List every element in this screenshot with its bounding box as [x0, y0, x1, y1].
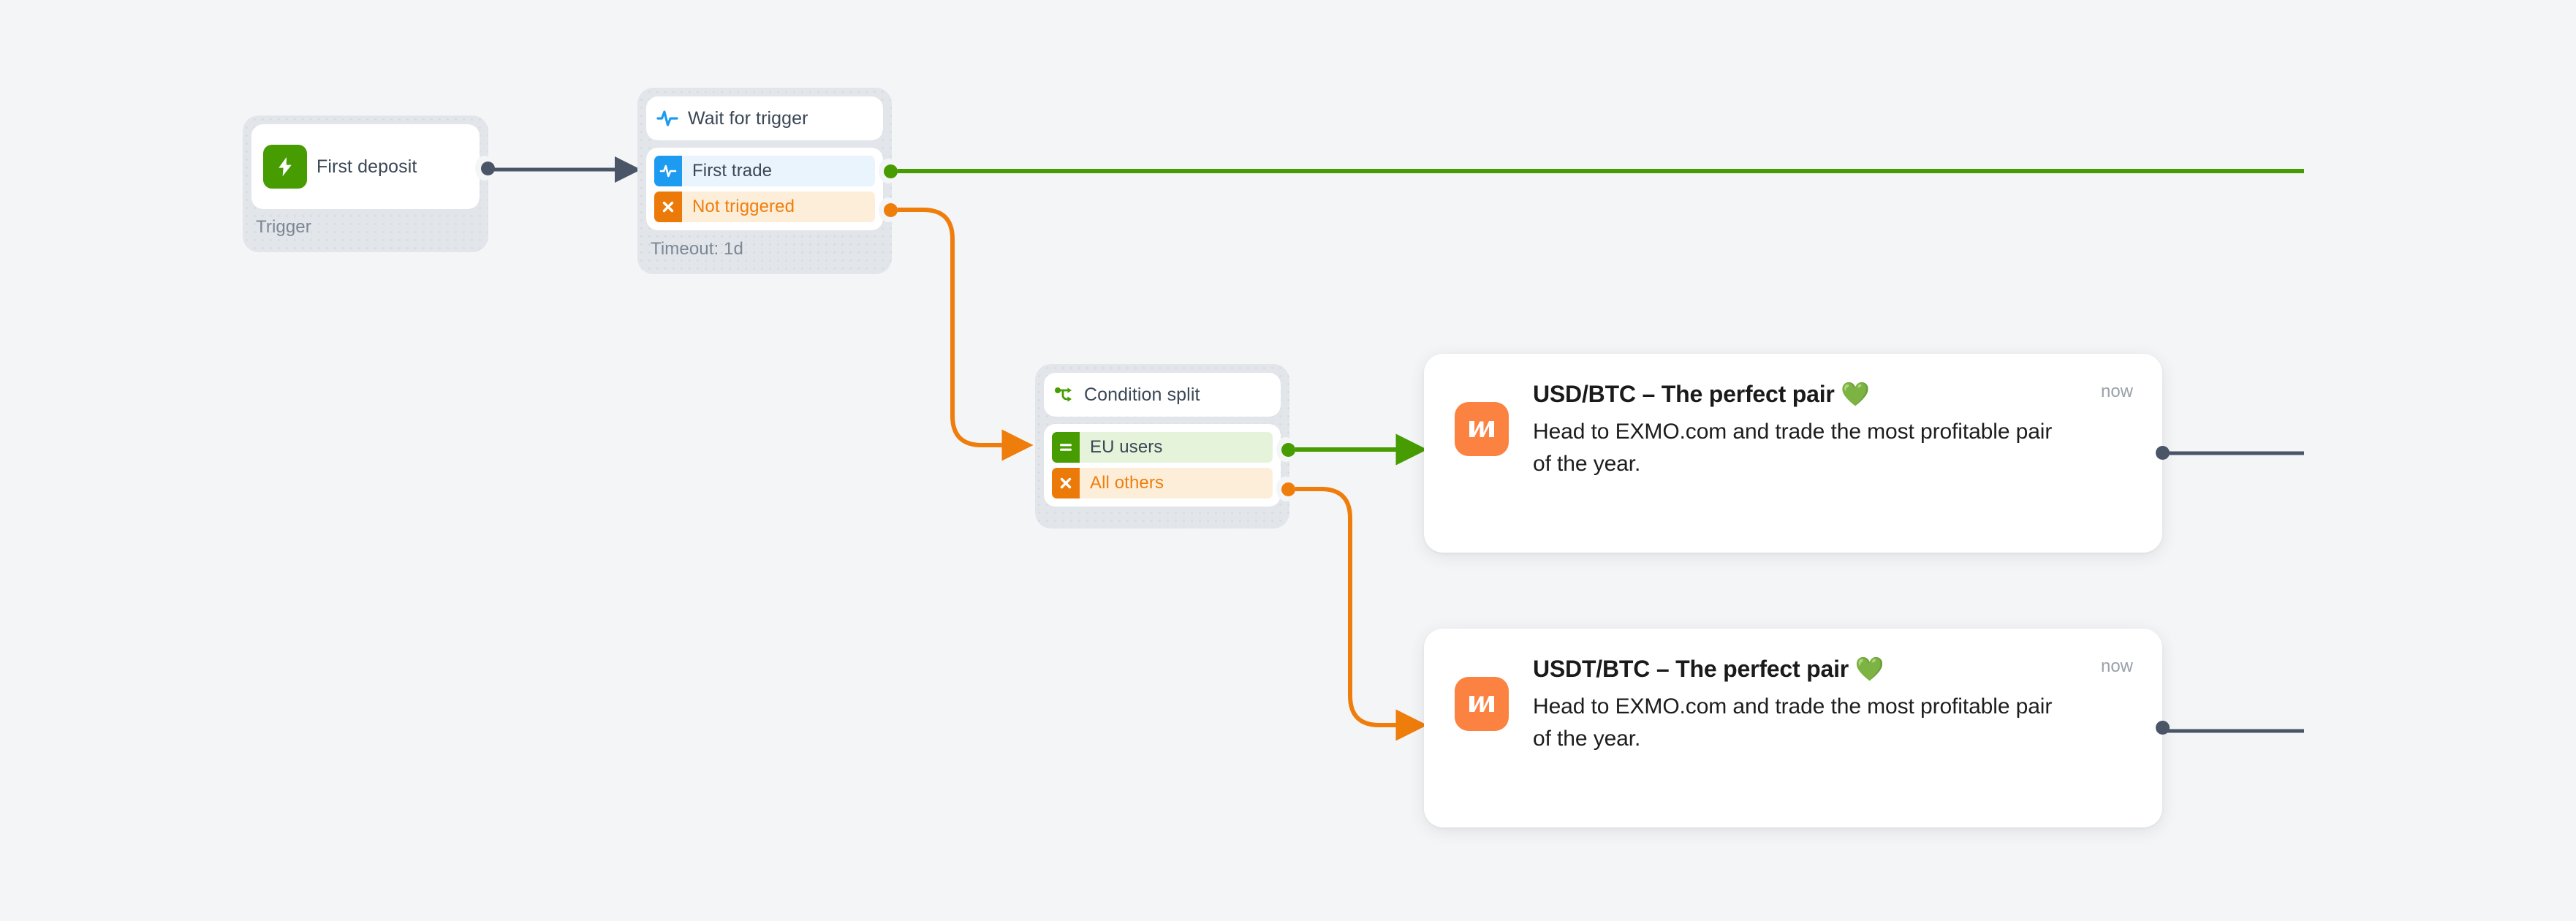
wait-footer-label: Timeout: 1d: [651, 239, 743, 259]
message-title-text: USDT/BTC – The perfect pair: [1533, 656, 1849, 682]
lightning-bolt-icon: [263, 145, 307, 189]
equals-icon: [1052, 432, 1080, 463]
pulse-icon: [656, 109, 678, 128]
message-text: Head to EXMO.com and trade the most prof…: [1533, 420, 2053, 477]
split-branch-icon: [1054, 385, 1075, 404]
trigger-panel[interactable]: First deposit: [251, 124, 480, 209]
message-card-output-port[interactable]: [2156, 446, 2170, 460]
exmo-logo-icon: [1455, 402, 1509, 456]
wait-panel-header: Wait for trigger: [646, 96, 883, 140]
branch-row-all-others[interactable]: All others: [1052, 468, 1273, 499]
condition-output-port-eu-users[interactable]: [1281, 443, 1295, 457]
wait-branches[interactable]: First trade Not triggered: [646, 148, 883, 230]
message-timestamp: now: [2100, 382, 2133, 401]
condition-panel-header-box[interactable]: Condition split: [1044, 373, 1281, 417]
condition-branches[interactable]: EU users All others: [1044, 424, 1281, 507]
edge-all-others-to-card2: [1290, 487, 1428, 741]
wait-header-title: Wait for trigger: [688, 107, 808, 129]
close-icon: [1052, 468, 1080, 499]
trigger-panel-header: First deposit: [251, 124, 480, 209]
close-icon: [654, 192, 682, 222]
node-trigger[interactable]: First deposit Trigger: [243, 115, 495, 252]
message-body: USDT/BTC – The perfect pair 💚 Head to EX…: [1509, 655, 2133, 755]
branch-label: Not triggered: [682, 192, 875, 222]
condition-header-title: Condition split: [1084, 384, 1200, 405]
trigger-title: First deposit: [317, 156, 417, 177]
wait-panel-header-box[interactable]: Wait for trigger: [646, 96, 883, 140]
condition-output-port-all-others[interactable]: [1281, 482, 1295, 496]
message-card[interactable]: USDT/BTC – The perfect pair 💚 Head to EX…: [1424, 629, 2170, 827]
message-card[interactable]: USD/BTC – The perfect pair 💚 Head to EXM…: [1424, 354, 2170, 553]
message-text: Head to EXMO.com and trade the most prof…: [1533, 694, 2053, 751]
branch-label: All others: [1080, 468, 1273, 499]
node-wait-for-trigger[interactable]: Wait for trigger First trade Not t: [637, 88, 898, 274]
message-timestamp: now: [2100, 656, 2133, 676]
message-title-text: USD/BTC – The perfect pair: [1533, 381, 1835, 407]
branch-row-not-triggered[interactable]: Not triggered: [654, 192, 875, 222]
condition-panel-header: Condition split: [1044, 373, 1281, 417]
green-heart-icon: 💚: [1841, 381, 1871, 407]
branch-label: First trade: [682, 156, 875, 186]
wait-output-port-first-trade[interactable]: [884, 164, 898, 178]
green-heart-icon: 💚: [1855, 656, 1884, 682]
node-condition-split[interactable]: Condition split EU users A: [1035, 364, 1295, 528]
pulse-icon: [654, 156, 682, 186]
branch-row-first-trade[interactable]: First trade: [654, 156, 875, 186]
edge-not-triggered-to-condition: [884, 208, 1034, 461]
trigger-footer-label: Trigger: [256, 217, 311, 237]
trigger-output-port[interactable]: [481, 162, 495, 175]
message-card-output-port[interactable]: [2156, 721, 2170, 735]
message-title: USD/BTC – The perfect pair 💚: [1533, 380, 2120, 408]
branch-row-eu-users[interactable]: EU users: [1052, 432, 1273, 463]
message-title: USDT/BTC – The perfect pair 💚: [1533, 655, 2120, 683]
exmo-logo-icon: [1455, 677, 1509, 731]
wait-output-port-not-triggered[interactable]: [884, 203, 898, 217]
branch-label: EU users: [1080, 432, 1273, 463]
message-body: USD/BTC – The perfect pair 💚 Head to EXM…: [1509, 380, 2133, 480]
